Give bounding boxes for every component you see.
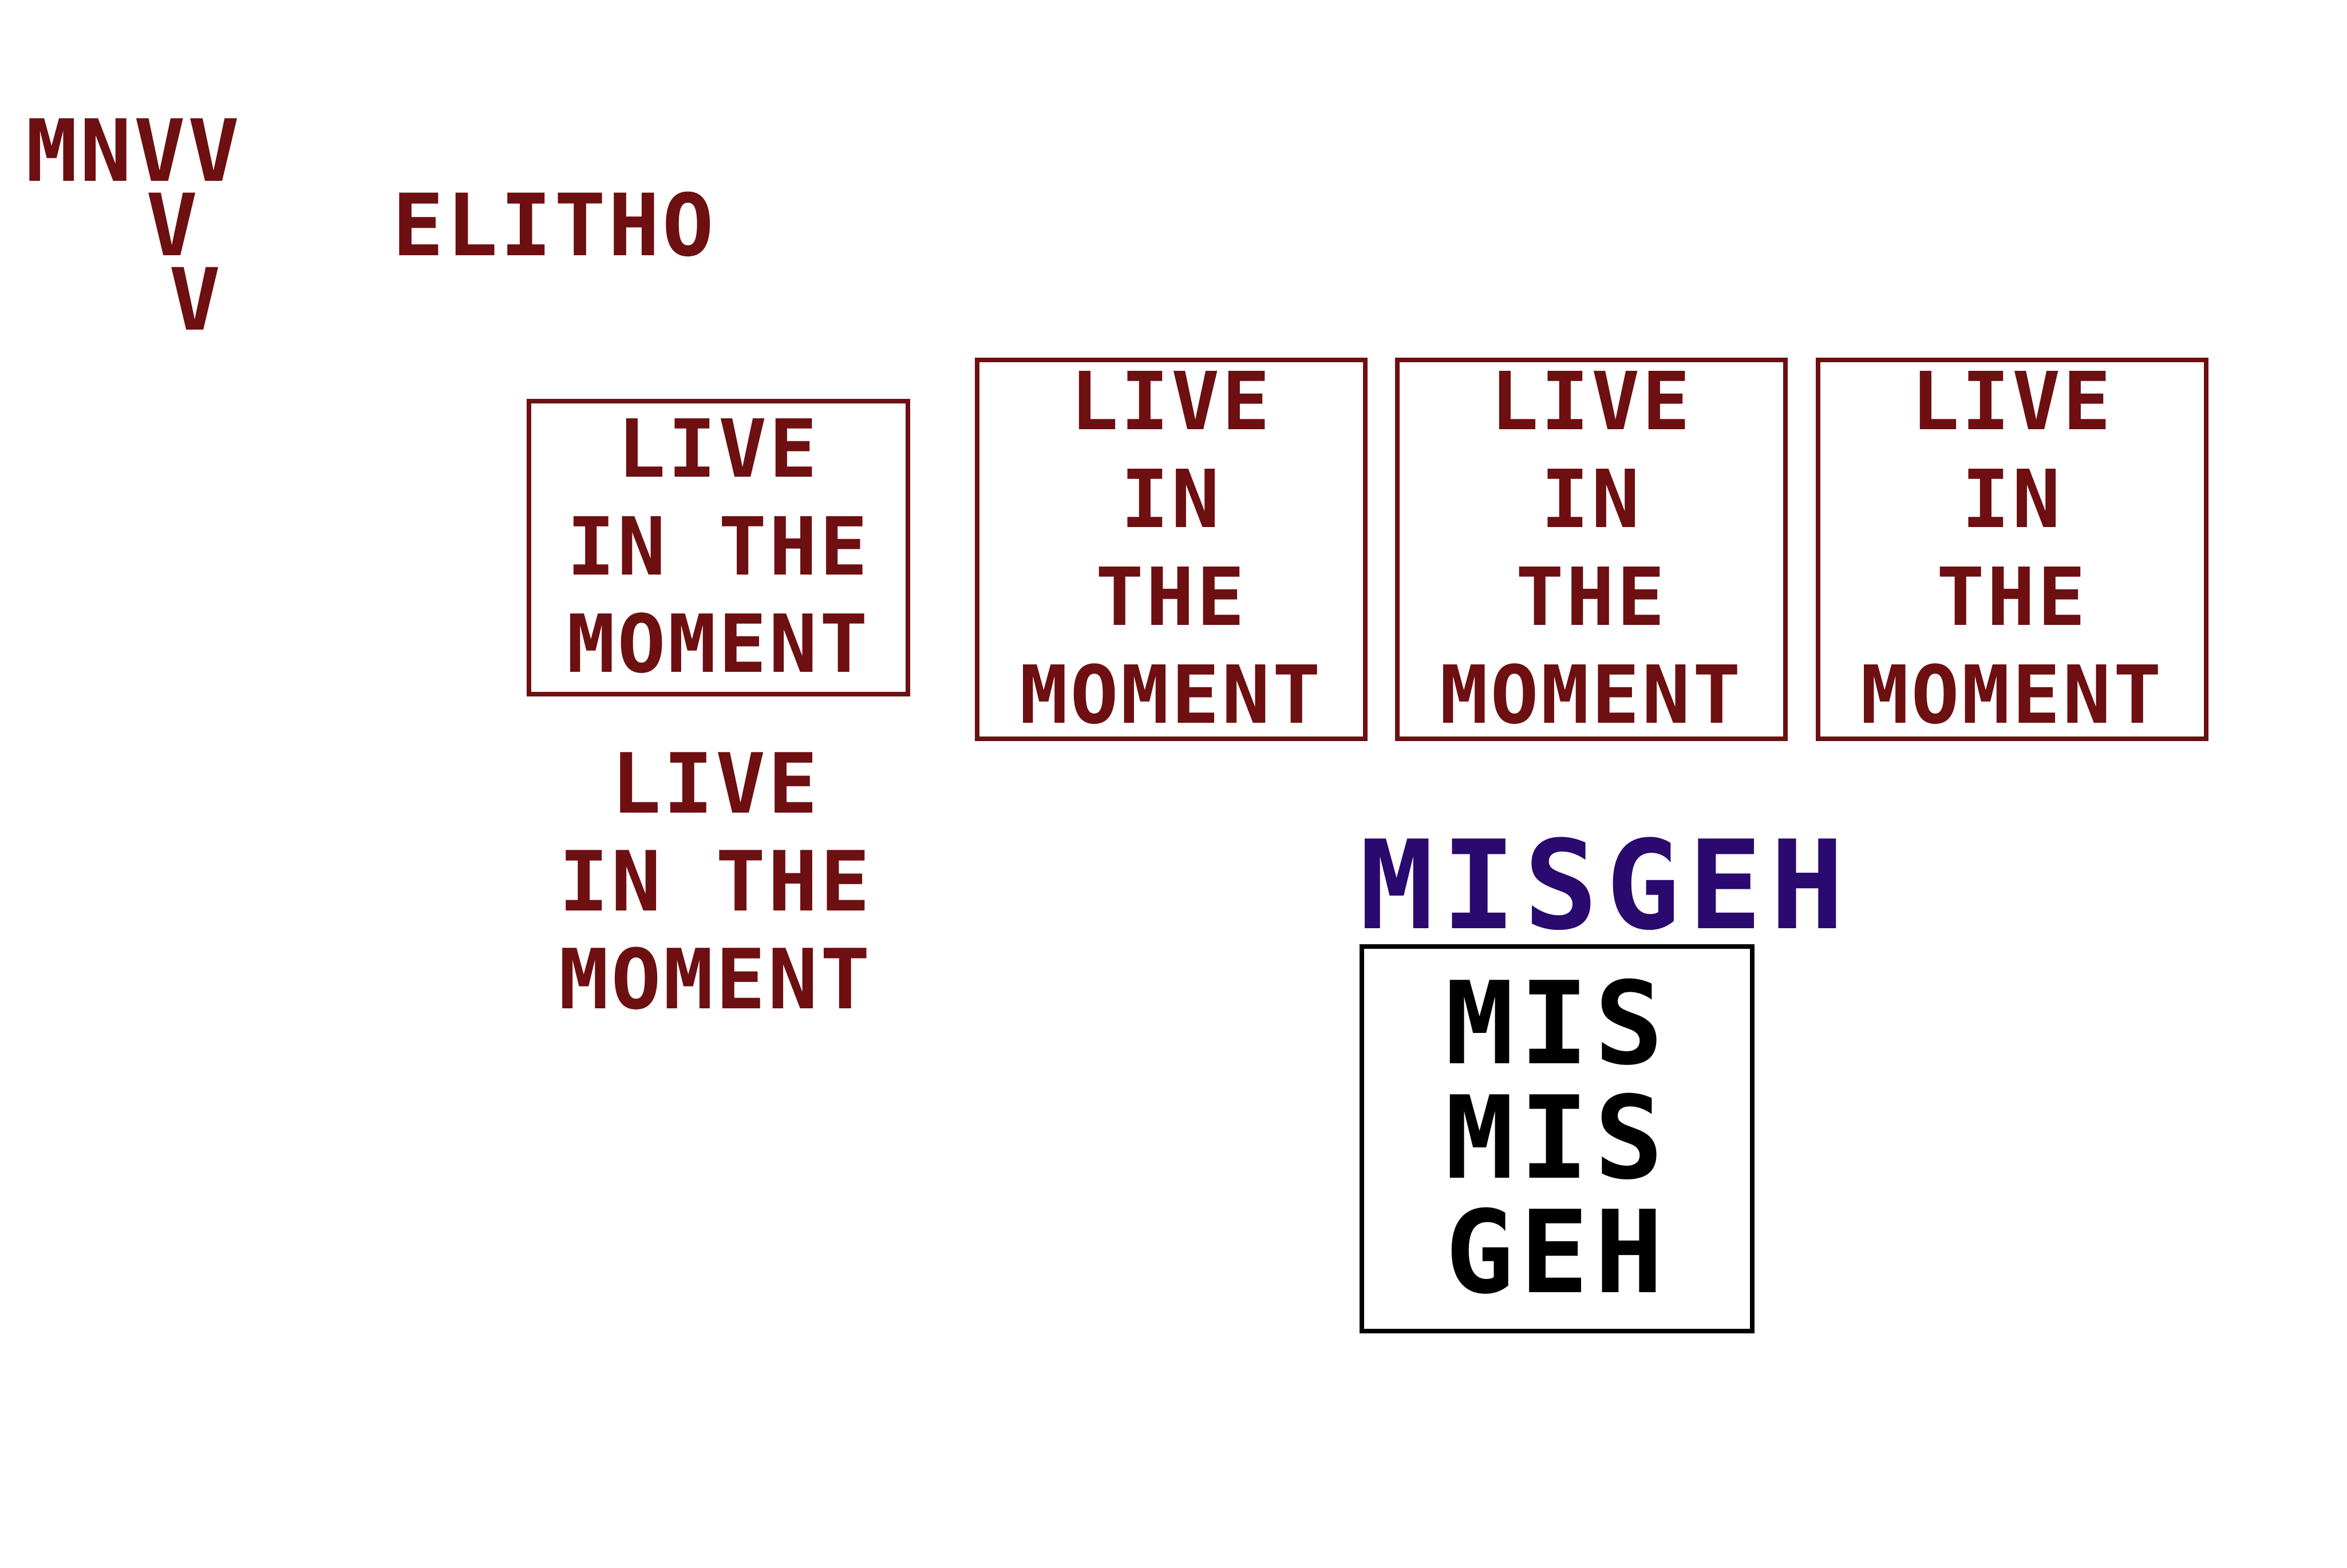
mis-mis-geh-box: MIS MIS GEH (1360, 944, 1755, 1333)
live-in-the-moment-box-tall-1: LIVE IN THE MOMENT (975, 355, 1368, 742)
live-in-the-moment-loose-text: LIVE IN THE MOMENT (527, 735, 904, 1029)
live-in-the-moment-box-small: LIVE IN THE MOMENT (527, 399, 910, 696)
tall-box-1-line-4: MOMENT (1020, 648, 1323, 742)
live-in-the-moment-box-tall-2: LIVE IN THE MOMENT (1395, 355, 1788, 742)
tall-box-2-line-3: THE (1515, 551, 1668, 644)
tall-box-2-line-2: IN (1540, 453, 1642, 547)
tall-box-3-line-2: IN (1961, 453, 2063, 547)
loose-line-1: LIVE (611, 736, 820, 833)
box-small-line-2: IN THE (567, 500, 870, 594)
tall-box-2-line-1: LIVE (1490, 355, 1693, 449)
loose-line-3: MOMENT (559, 932, 872, 1029)
black-box-line-2: MIS (1445, 1072, 1669, 1205)
box-small-line-3: MOMENT (567, 598, 870, 692)
tall-box-3-line-1: LIVE (1911, 355, 2113, 449)
black-box-line-3: GEH (1445, 1186, 1669, 1320)
tall-box-2-line-4: MOMENT (1440, 648, 1743, 742)
tall-box-3-line-4: MOMENT (1860, 648, 2164, 742)
misgeh-heading: MISGEH (1360, 814, 1852, 957)
elitho-label: ELITHO (392, 176, 716, 276)
glyph-row-1: MNVV (26, 102, 242, 201)
loose-line-2: IN THE (559, 834, 872, 931)
tall-box-1-line-1: LIVE (1070, 355, 1273, 449)
tall-box-1-line-2: IN (1120, 453, 1222, 547)
glyph-row-2: V (146, 176, 200, 276)
box-small-line-1: LIVE (617, 402, 820, 496)
tall-box-1-line-3: THE (1095, 551, 1247, 644)
black-box-line-1: MIS (1445, 957, 1669, 1091)
glyph-row-3: V (169, 251, 223, 350)
tall-box-3-line-3: THE (1936, 551, 2088, 644)
live-in-the-moment-box-tall-3: LIVE IN THE MOMENT (1816, 355, 2208, 742)
